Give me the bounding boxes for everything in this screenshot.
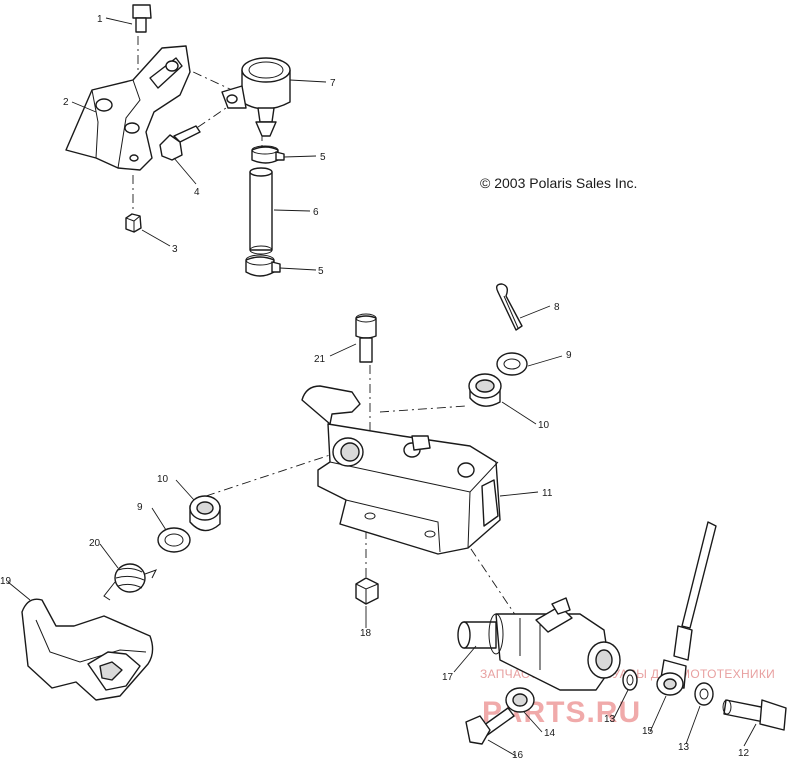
part-clamp-5-upper — [251, 145, 285, 164]
callout-3: 3 — [172, 244, 178, 255]
callout-7: 7 — [330, 78, 336, 89]
part-hose-6 — [249, 167, 273, 255]
part-nut-18 — [355, 577, 379, 605]
callout-leaders — [7, 17, 757, 757]
assembly-lines — [132, 36, 521, 623]
part-brake-pedal-19 — [21, 598, 154, 701]
part-banjo-bolt-12 — [722, 699, 787, 731]
part-bolt-16 — [465, 707, 515, 745]
callout-17: 17 — [442, 672, 454, 683]
callout-11: 11 — [542, 488, 553, 499]
part-clamp-5-lower — [245, 254, 281, 277]
part-spring-20 — [103, 563, 158, 601]
part-bushing-10-lower — [189, 495, 221, 532]
callout-5-lower: 5 — [318, 266, 324, 277]
part-washer-13-right — [694, 682, 714, 706]
part-brake-line-15 — [656, 521, 717, 696]
copyright-notice: © 2003 Polaris Sales Inc. — [480, 175, 637, 191]
callout-9-upper: 9 — [566, 350, 572, 361]
callout-15: 15 — [642, 726, 654, 737]
part-bracket-11 — [301, 385, 501, 555]
callout-12: 12 — [738, 748, 750, 759]
part-washer-9-upper — [496, 352, 528, 376]
part-nut-3 — [125, 213, 142, 233]
callout-19: 19 — [0, 576, 12, 587]
part-bolt-21 — [355, 313, 377, 363]
part-master-cylinder-17 — [457, 597, 621, 691]
callout-10-upper: 10 — [538, 420, 550, 431]
callout-labels: 1 2 3 4 5 5 6 7 8 9 9 10 10 11 12 13 13 … — [0, 14, 750, 759]
callout-1: 1 — [97, 14, 103, 25]
callout-10-lower: 10 — [157, 474, 169, 485]
part-bolt-1 — [132, 4, 152, 33]
callout-16: 16 — [512, 750, 524, 759]
callout-20: 20 — [89, 538, 101, 549]
callout-2: 2 — [63, 97, 69, 108]
part-washer-13-left — [622, 669, 638, 691]
part-cotter-pin-8 — [495, 283, 523, 331]
part-washer-14 — [505, 687, 535, 713]
part-mounting-plate-2 — [65, 45, 191, 171]
part-washer-9-lower — [157, 527, 191, 553]
callout-4: 4 — [194, 187, 200, 198]
callout-14: 14 — [544, 728, 556, 739]
callout-13-left: 13 — [604, 714, 616, 725]
callout-13-right: 13 — [678, 742, 690, 753]
part-reservoir-7 — [221, 57, 291, 137]
part-bolt-4 — [159, 125, 201, 161]
callout-9-lower: 9 — [137, 502, 143, 513]
callout-21: 21 — [314, 354, 326, 365]
part-bushing-10-upper — [468, 373, 502, 407]
callout-18: 18 — [360, 628, 372, 639]
callout-6: 6 — [313, 207, 319, 218]
callout-5-upper: 5 — [320, 152, 326, 163]
callout-8: 8 — [554, 302, 560, 313]
